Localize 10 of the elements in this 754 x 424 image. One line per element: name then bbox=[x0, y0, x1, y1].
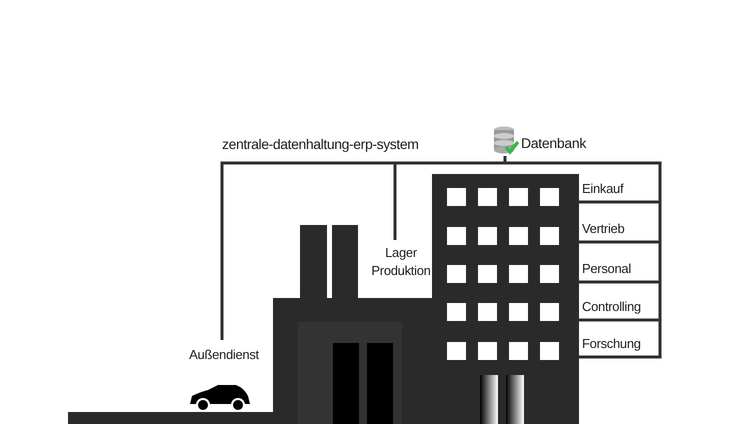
node-label: Controlling bbox=[582, 299, 641, 314]
node-label: Datenbank bbox=[521, 135, 586, 151]
node-label: Vertrieb bbox=[582, 221, 624, 236]
node-label: Lager Produktion bbox=[370, 244, 432, 280]
node-label: Forschung bbox=[582, 336, 641, 351]
network-caption: zentrale-datenhaltung-erp-system bbox=[222, 136, 419, 152]
node-label: Außendienst bbox=[188, 346, 260, 364]
node-label: Einkauf bbox=[582, 181, 624, 196]
network-line bbox=[504, 156, 662, 358]
node-label: Personal bbox=[582, 261, 631, 276]
